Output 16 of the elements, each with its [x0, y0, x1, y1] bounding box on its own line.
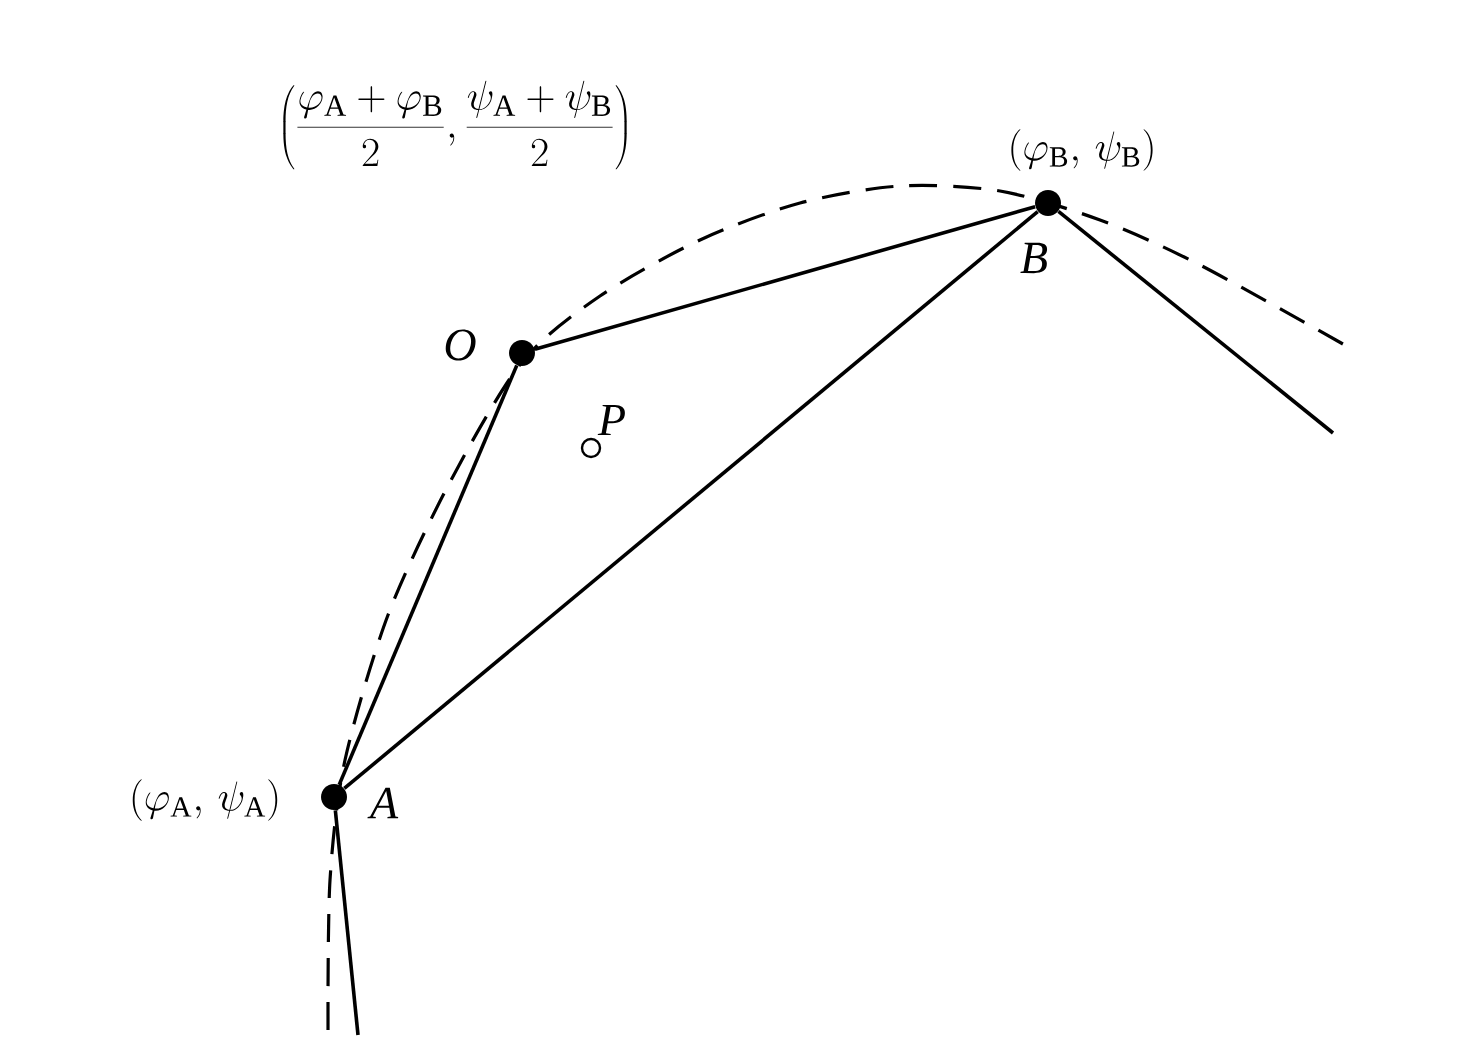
- midpoint-formula: $\left(\frac{\varphi_{\mathrm{A}}+\varphi_{\mathrm{B}}}{2},\frac{\psi_{\mathrm{A}}+\psi_{\mathrm{B}}}{2}\right)$: [283, 80, 627, 170]
- line-segment: [534, 204, 1036, 352]
- point-dot: [509, 340, 535, 366]
- line-segment: [333, 810, 360, 1036]
- point-circle: [580, 437, 602, 459]
- point-label: A: [367, 787, 399, 819]
- point-dot: [1035, 190, 1061, 216]
- point-label: P: [597, 404, 625, 436]
- line-segment: [337, 364, 519, 786]
- coordinate-label: $(\varphi_{\mathrm{B}},\, \psi_{\mathrm{B}})$: [1011, 129, 1153, 171]
- line-segment: [1057, 210, 1335, 435]
- point-label: O: [445, 329, 476, 361]
- line-segment: [343, 210, 1039, 790]
- point-dot: [321, 784, 347, 810]
- point-label: B: [1020, 242, 1048, 274]
- coordinate-label: $(\varphi_{\mathrm{A}},\, \psi_{\mathrm{A}})$: [132, 779, 278, 821]
